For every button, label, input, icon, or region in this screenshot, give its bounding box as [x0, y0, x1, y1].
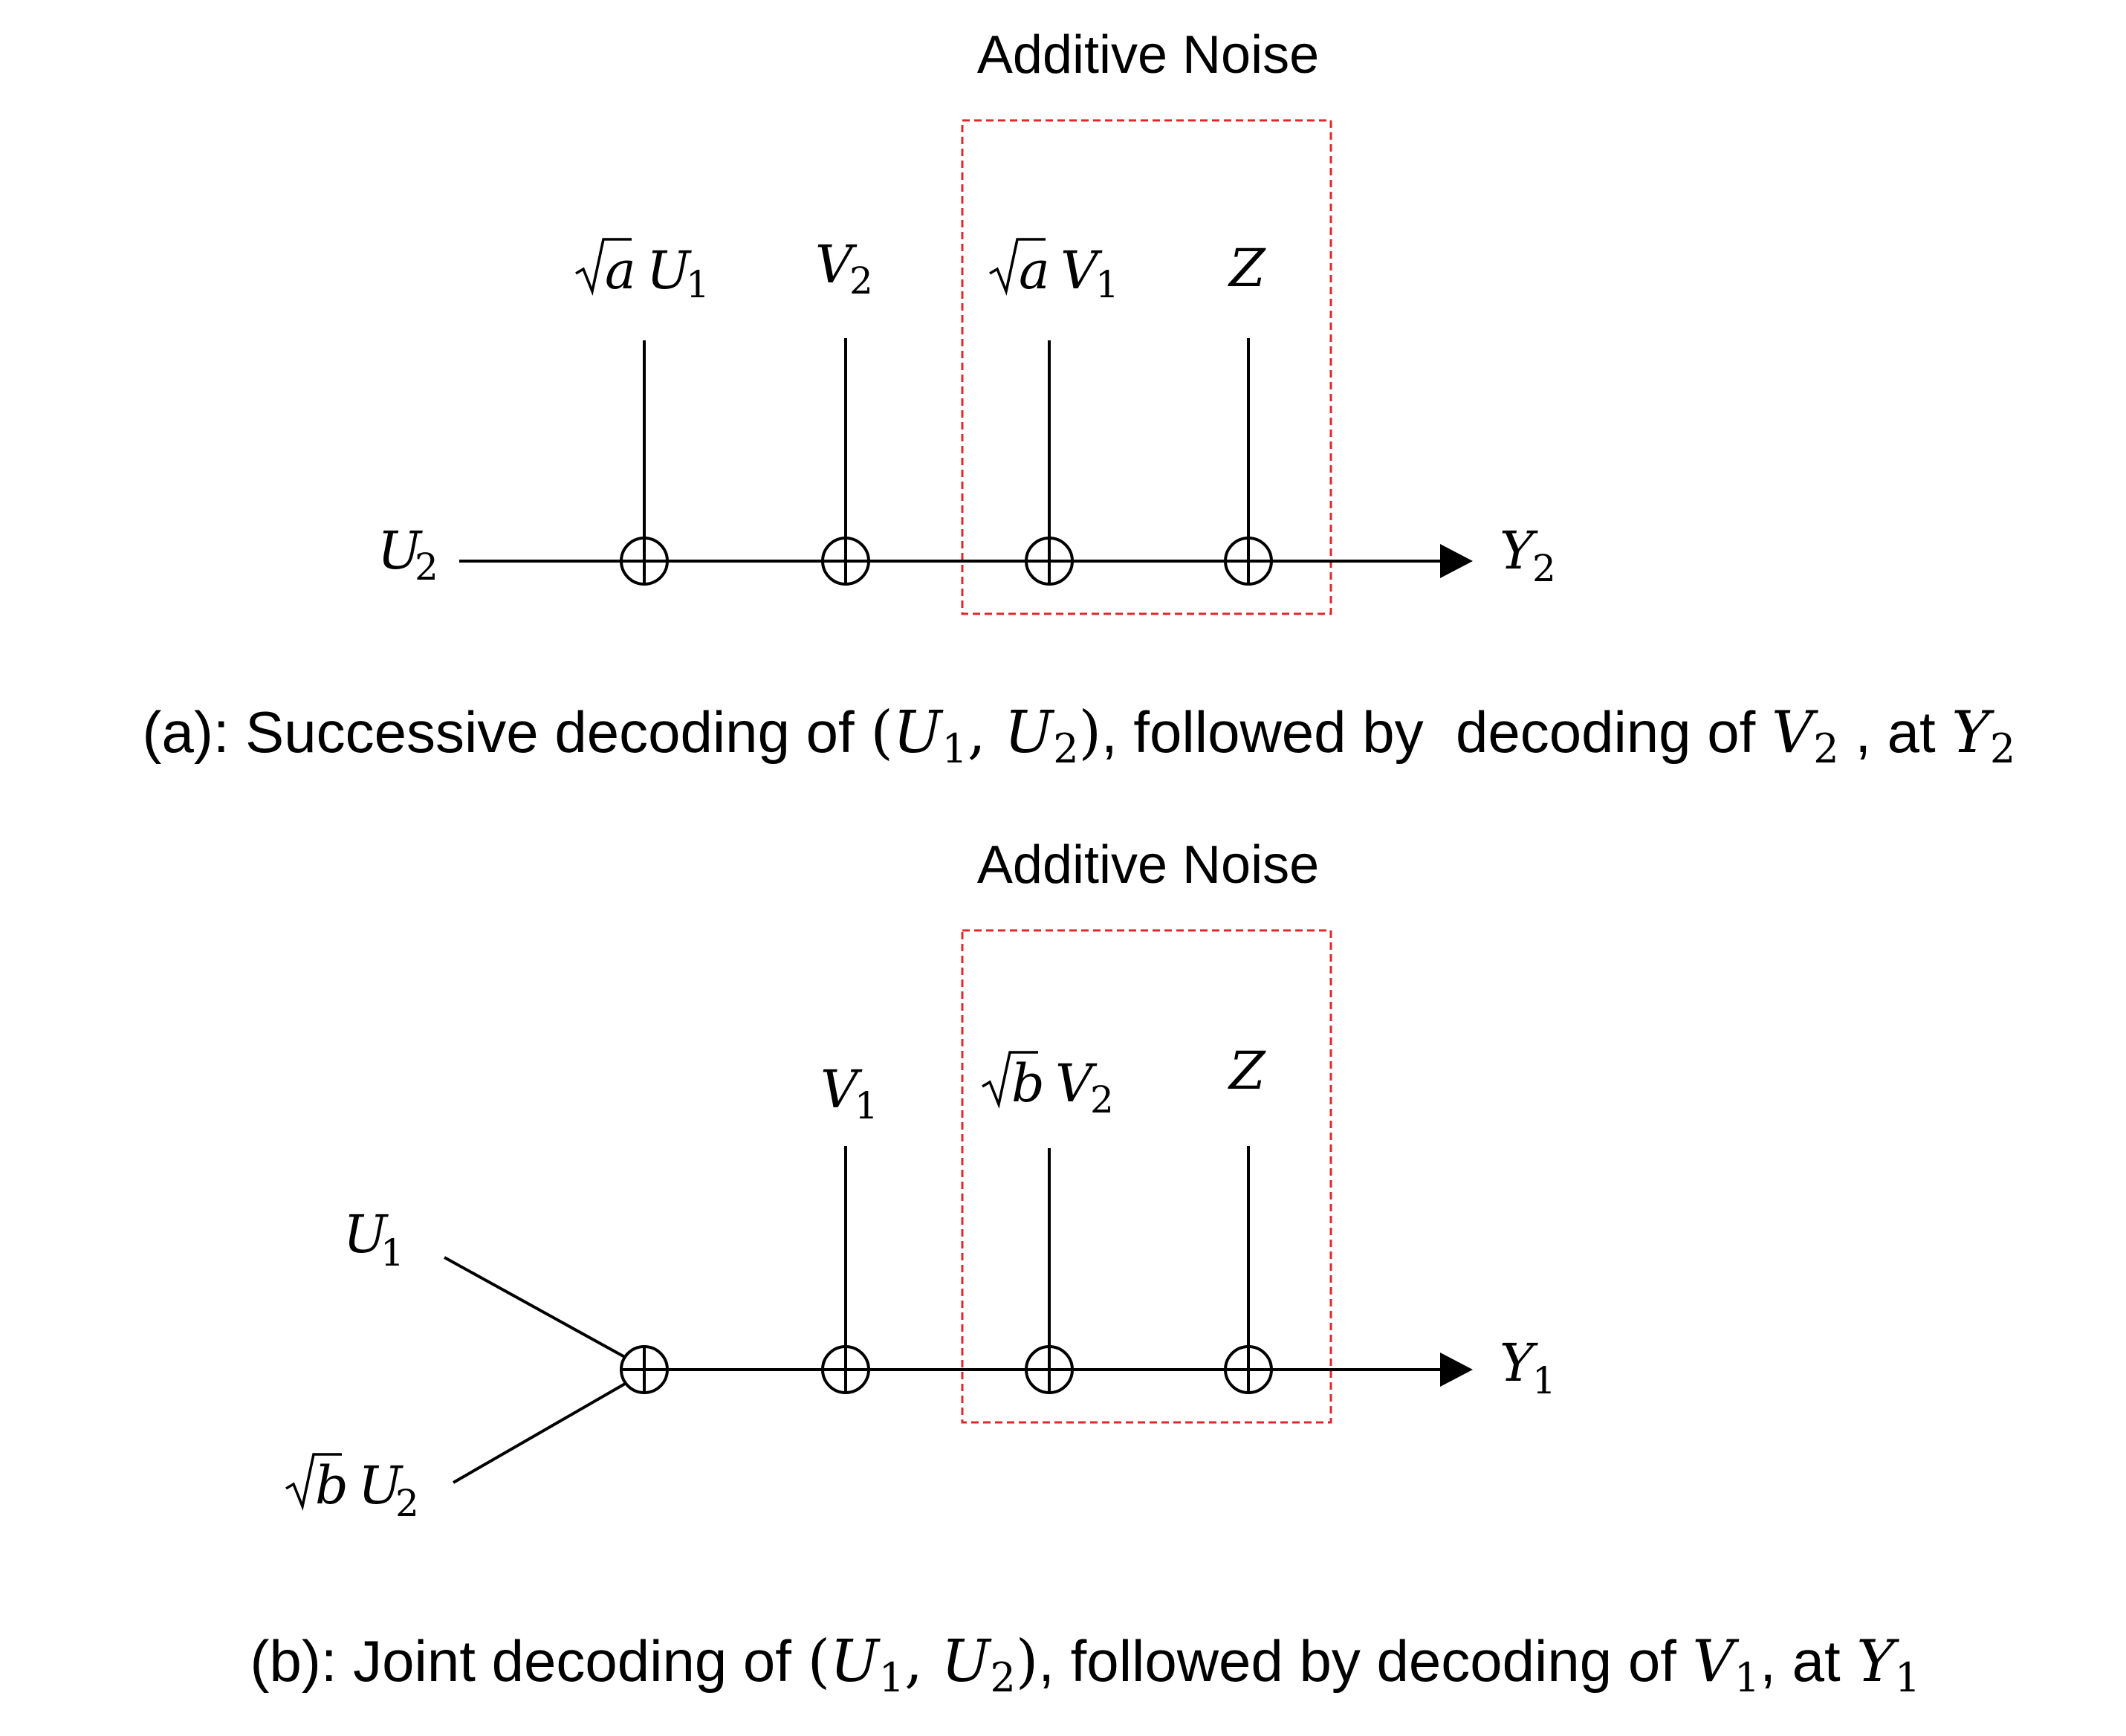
- adder-b-2: [821, 1345, 870, 1394]
- caption-b: (b): Joint decoding of (U1, U2), followe…: [149, 1628, 1993, 1704]
- output-label-b: Y 1: [1500, 1332, 1556, 1402]
- source-label-a: U 2: [377, 520, 438, 589]
- svg-text:2: 2: [415, 545, 438, 589]
- adder-b-3: [1025, 1345, 1074, 1394]
- input-label-a-3: a V 1: [989, 238, 1119, 306]
- adder-a-1: [620, 537, 669, 586]
- svg-text:2: 2: [849, 259, 873, 302]
- input-label-b-2: b V 2: [982, 1051, 1114, 1121]
- output-label-a: Y 2: [1500, 520, 1556, 590]
- adder-a-2: [821, 537, 870, 586]
- svg-text:1: 1: [1532, 1359, 1556, 1402]
- svg-text:V: V: [820, 1059, 863, 1120]
- svg-text:Z: Z: [1228, 1040, 1266, 1101]
- svg-text:1: 1: [1095, 263, 1119, 306]
- svg-text:Y: Y: [1500, 1332, 1538, 1393]
- source-branch-b-1: [444, 1256, 631, 1361]
- svg-text:U: U: [377, 520, 423, 581]
- input-label-b-1: V 1: [820, 1059, 878, 1127]
- arrowhead-b: [1440, 1353, 1473, 1387]
- svg-text:b: b: [315, 1455, 349, 1516]
- additive-noise-title-a: Additive Noise: [977, 25, 1319, 85]
- svg-text:U: U: [646, 240, 692, 301]
- panel-b: Additive Noise: [149, 835, 1993, 1704]
- arrowhead-a: [1440, 544, 1473, 578]
- adder-b-4: [1224, 1345, 1273, 1394]
- adder-a-3: [1025, 537, 1074, 586]
- panel-a: Additive Noise: [41, 25, 2088, 775]
- svg-text:b: b: [1011, 1053, 1045, 1114]
- svg-text:a: a: [605, 240, 636, 301]
- source-label-b-2: b U 2: [285, 1453, 419, 1525]
- svg-text:a: a: [1019, 240, 1050, 301]
- svg-text:2: 2: [395, 1482, 419, 1525]
- adder-b-1: [620, 1345, 669, 1394]
- svg-text:V: V: [815, 234, 858, 295]
- source-label-b-1: U 1: [343, 1204, 404, 1275]
- svg-text:V: V: [1055, 1053, 1098, 1114]
- input-label-a-4: Z: [1228, 238, 1266, 299]
- adder-a-4: [1224, 537, 1273, 586]
- input-label-b-3: Z: [1228, 1040, 1266, 1101]
- input-label-a-2: V 2: [815, 234, 873, 302]
- svg-text:1: 1: [380, 1231, 404, 1275]
- additive-noise-title-b: Additive Noise: [977, 835, 1319, 895]
- input-label-a-1: a U 1: [575, 238, 710, 306]
- additive-noise-box-a: [961, 119, 1332, 615]
- svg-text:Y: Y: [1500, 520, 1538, 581]
- svg-text:U: U: [343, 1204, 389, 1265]
- svg-text:1: 1: [686, 263, 710, 306]
- source-branch-b-2: [453, 1379, 631, 1484]
- svg-text:2: 2: [1532, 547, 1556, 590]
- svg-text:1: 1: [855, 1084, 878, 1127]
- svg-text:U: U: [358, 1455, 404, 1516]
- caption-a: (a): Successive decoding of (U1, U2), fo…: [41, 699, 2088, 775]
- svg-text:Z: Z: [1228, 238, 1266, 299]
- svg-text:V: V: [1060, 240, 1103, 301]
- additive-noise-box-b: [961, 929, 1332, 1424]
- svg-text:2: 2: [1090, 1078, 1114, 1121]
